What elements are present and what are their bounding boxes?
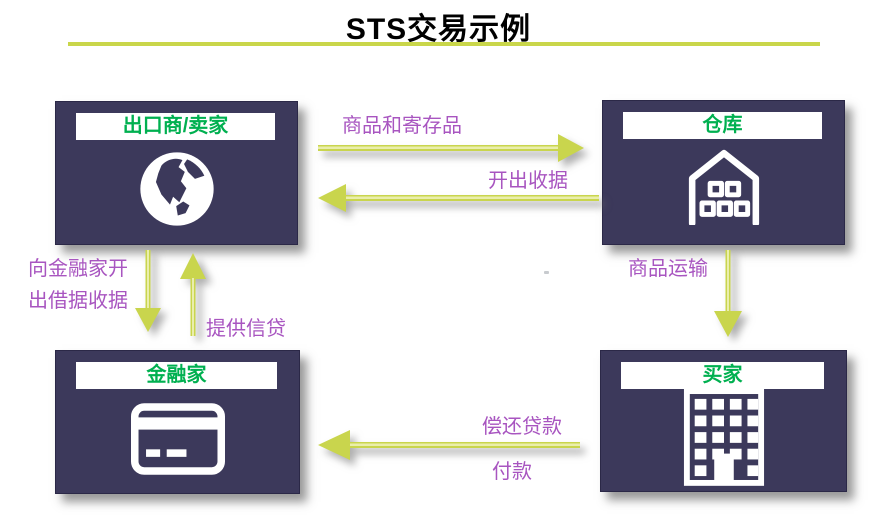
node-label-strip: 仓库 [623, 112, 822, 139]
arrow-goods-right [318, 133, 584, 163]
stray-dot [544, 271, 549, 274]
node-label-strip: 金融家 [76, 362, 277, 389]
edge-label-goods: 商品和寄存品 [342, 115, 462, 137]
edge-label-repay-loan: 偿还贷款 [482, 416, 562, 438]
arrow-credit-up [179, 253, 207, 336]
node-label: 金融家 [146, 364, 207, 386]
warehouse-icon [683, 145, 765, 230]
globe-icon [138, 150, 216, 233]
page-title: STS交易示例 [345, 13, 532, 46]
node-label: 出口商/卖家 [122, 115, 229, 137]
node-warehouse: 仓库 [602, 100, 845, 245]
office-building-icon [682, 387, 766, 492]
node-label-strip: 买家 [621, 362, 824, 389]
node-label: 仓库 [702, 114, 743, 136]
node-financier: 金融家 [55, 350, 300, 494]
edge-label-transport: 商品运输 [628, 258, 708, 280]
credit-card-icon [130, 403, 225, 480]
arrow-transport-down [713, 250, 743, 337]
node-exporter-seller: 出口商/卖家 [55, 101, 298, 245]
edge-label-iou-line1: 向金融家开 [28, 258, 128, 280]
edge-label-iou-line2: 出借据收据 [28, 290, 128, 312]
arrow-receipt-left [318, 183, 599, 213]
edge-label-receipt: 开出收据 [488, 170, 568, 192]
node-label-strip: 出口商/卖家 [76, 113, 275, 140]
node-buyer: 买家 [600, 350, 847, 492]
edge-label-payment: 付款 [492, 461, 532, 483]
edge-label-credit: 提供信贷 [206, 318, 286, 340]
arrow-iou-down [134, 250, 162, 332]
title-underline [68, 42, 820, 46]
arrow-repayment-left [318, 429, 580, 461]
node-label: 买家 [702, 364, 743, 386]
